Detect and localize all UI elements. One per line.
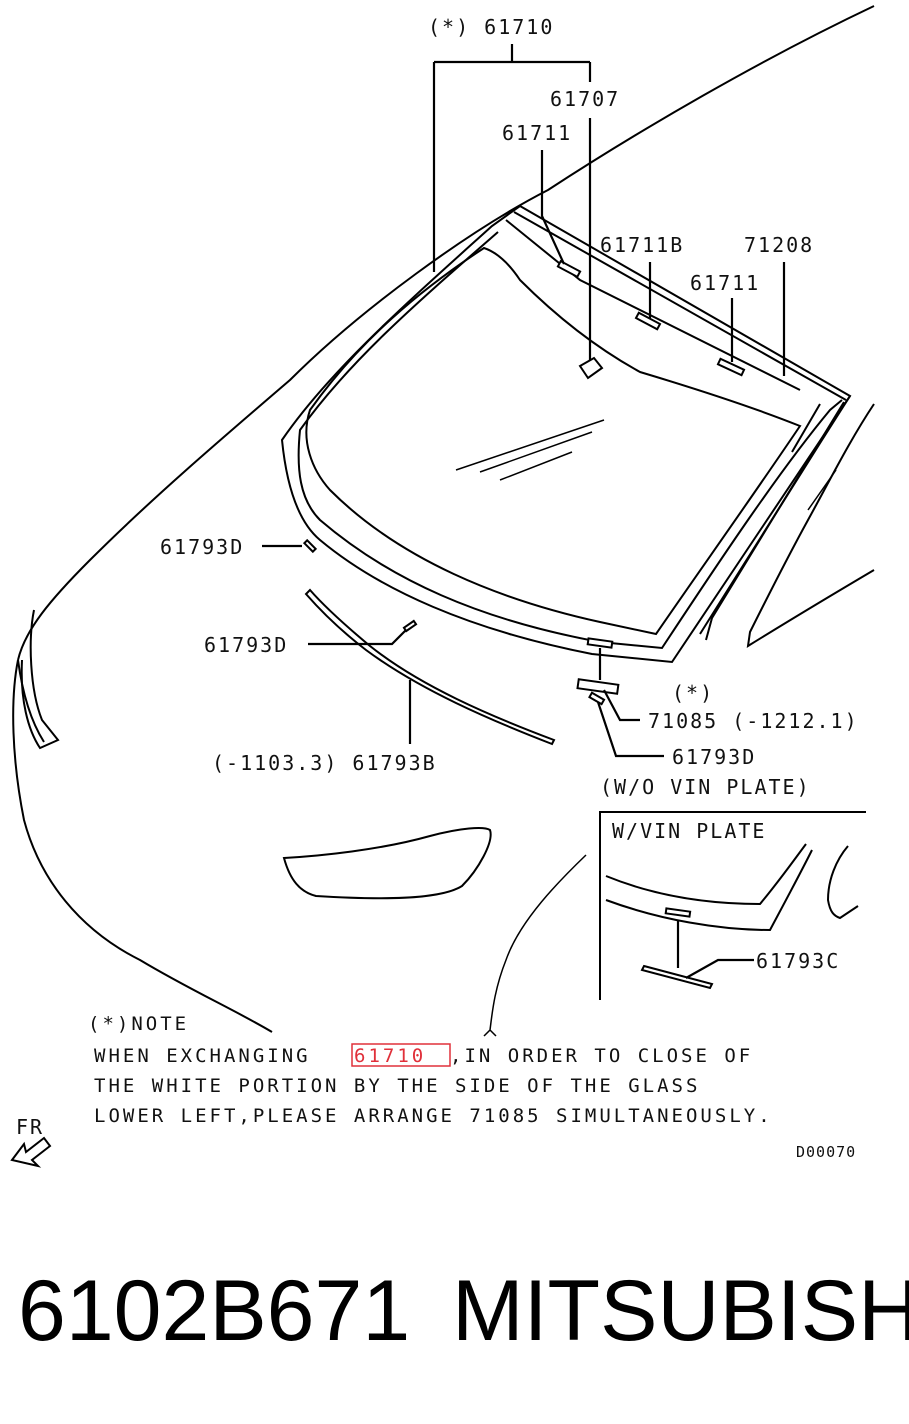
label-71208: 71208 bbox=[744, 233, 814, 257]
part-61793d-bottom bbox=[588, 691, 606, 706]
windshield-glass bbox=[280, 204, 852, 664]
clip-61711-right bbox=[716, 357, 746, 377]
small-parts bbox=[302, 259, 746, 746]
label-wo-vin-plate: (W/O VIN PLATE) bbox=[600, 775, 811, 799]
part-labels: (*) 61710 61707 61711 61711B 71208 61711… bbox=[160, 15, 859, 973]
label-71085: 71085 (-1212.1) bbox=[648, 709, 859, 733]
front-direction-indicator: FR bbox=[10, 1115, 52, 1168]
label-61793d-mid: 61793D bbox=[204, 633, 288, 657]
vin-plate-pad bbox=[664, 907, 692, 918]
label-61707: 61707 bbox=[550, 87, 620, 111]
label-asterisk: (*) bbox=[672, 681, 714, 705]
diagram-code: D00070 bbox=[796, 1143, 856, 1161]
clip-61711b bbox=[634, 311, 662, 331]
front-arrow-icon bbox=[10, 1136, 52, 1168]
label-assembly-61710: (*) 61710 bbox=[428, 15, 554, 39]
part-61793c bbox=[640, 964, 714, 990]
leader-lines bbox=[262, 44, 786, 758]
label-61793c: 61793C bbox=[756, 949, 840, 973]
part-number: 6102B671 bbox=[18, 1263, 410, 1359]
note-line1-highlight: 61710 bbox=[354, 1045, 426, 1067]
vin-plate-inset bbox=[599, 811, 866, 1000]
label-61711-top: 61711 bbox=[502, 121, 572, 145]
part-71085 bbox=[576, 678, 620, 695]
molding-61793b bbox=[304, 588, 556, 746]
front-label: FR bbox=[16, 1115, 44, 1139]
car-body-outline bbox=[12, 5, 875, 1037]
label-w-vin-plate: W/VIN PLATE bbox=[612, 819, 766, 843]
note-line1-prefix: WHEN EXCHANGING bbox=[94, 1045, 311, 1067]
brand-name: MITSUBISHI bbox=[452, 1263, 909, 1359]
label-61793b: (-1103.3) 61793B bbox=[212, 751, 437, 775]
note-highlight-box bbox=[351, 1043, 451, 1067]
clip-61793d-left bbox=[302, 538, 318, 554]
label-61793d-bottom: 61793D bbox=[672, 745, 756, 769]
note-heading: (*)NOTE bbox=[88, 1013, 189, 1035]
note-block: (*)NOTE WHEN EXCHANGING 61710 ,IN ORDER … bbox=[88, 1013, 773, 1127]
label-61711-right: 61711 bbox=[690, 271, 760, 295]
label-61711b: 61711B bbox=[600, 233, 684, 257]
mirror-base-61707 bbox=[578, 356, 604, 380]
clip-61793d-mid bbox=[402, 619, 418, 633]
vin-pad bbox=[586, 637, 614, 649]
clip-61711-top bbox=[556, 259, 582, 279]
note-line1-suffix: ,IN ORDER TO CLOSE OF bbox=[450, 1045, 753, 1067]
note-line2: THE WHITE PORTION BY THE SIDE OF THE GLA… bbox=[94, 1075, 700, 1097]
label-61793d-left: 61793D bbox=[160, 535, 244, 559]
note-line3: LOWER LEFT,PLEASE ARRANGE 71085 SIMULTAN… bbox=[94, 1105, 773, 1127]
